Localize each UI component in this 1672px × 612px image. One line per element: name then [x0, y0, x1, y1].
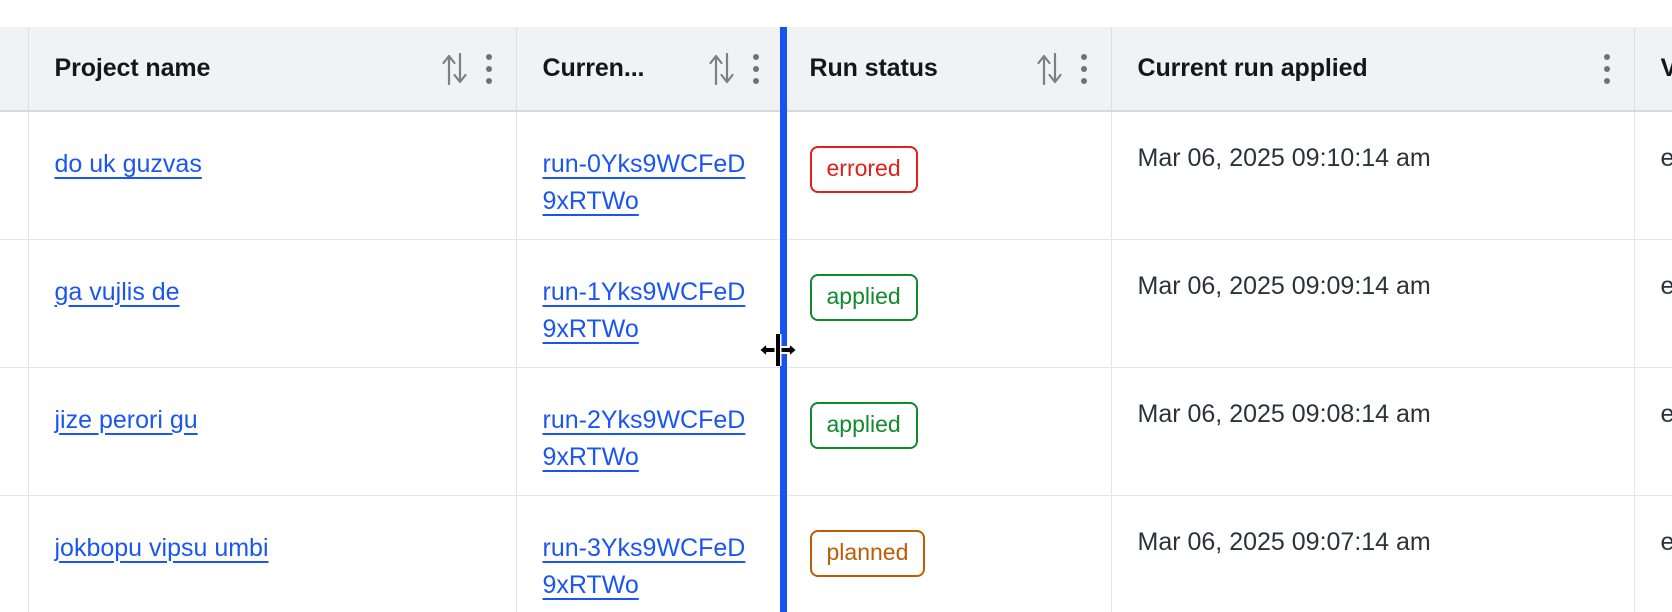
- vcs-value: e: [1660, 271, 1672, 300]
- header-project-name[interactable]: Project name: [28, 27, 517, 112]
- sort-arrows-icon[interactable]: [707, 51, 737, 87]
- sort-arrows-icon[interactable]: [440, 51, 470, 87]
- row-select-cell[interactable]: [0, 495, 29, 612]
- project-name-link[interactable]: jokbopu vipsu umbi: [54, 533, 269, 562]
- header-vcs-column[interactable]: V: [1634, 27, 1672, 112]
- header-label-run-status: Run status: [809, 56, 938, 81]
- header-label-vcs: V: [1660, 56, 1672, 81]
- cell-project-name: ga vujlis de: [28, 239, 517, 368]
- cell-project-name: do uk guzvas: [28, 111, 517, 240]
- vcs-value: e: [1660, 527, 1672, 556]
- run-id-link[interactable]: run-1Yks9WCFeD9xRTWo: [542, 277, 746, 343]
- header-label-project-name: Project name: [54, 56, 211, 81]
- status-badge: planned: [809, 529, 926, 577]
- kebab-menu-icon[interactable]: [1603, 53, 1610, 84]
- cell-vcs: e: [1634, 111, 1672, 240]
- status-badge: errored: [809, 146, 918, 193]
- applied-timestamp: Mar 06, 2025 09:08:14 am: [1137, 399, 1431, 428]
- sort-arrows-icon[interactable]: [1035, 51, 1065, 87]
- status-badge: applied: [809, 273, 918, 321]
- header-run-status[interactable]: Run status: [783, 27, 1112, 112]
- header-row: Project name Curren...: [0, 27, 1672, 112]
- run-id-link[interactable]: run-2Yks9WCFeD9xRTWo: [542, 405, 746, 471]
- table-row[interactable]: jokbopu vipsu umbi run-3Yks9WCFeD9xRTWo …: [0, 495, 1672, 612]
- kebab-menu-icon[interactable]: [752, 53, 759, 84]
- vcs-value: e: [1660, 144, 1672, 172]
- table-body: do uk guzvas run-0Yks9WCFeD9xRTWo errore…: [0, 111, 1672, 612]
- cell-current-run-applied: Mar 06, 2025 09:07:14 am: [1111, 495, 1635, 612]
- row-select-cell[interactable]: [0, 367, 29, 496]
- row-select-cell[interactable]: [0, 239, 29, 368]
- project-name-link[interactable]: do uk guzvas: [54, 150, 202, 178]
- cell-project-name: jize perori gu: [28, 367, 517, 496]
- header-select-column[interactable]: [0, 27, 29, 112]
- kebab-menu-icon[interactable]: [485, 53, 492, 84]
- cell-run-status: errored: [783, 111, 1112, 240]
- applied-timestamp: Mar 06, 2025 09:09:14 am: [1137, 271, 1431, 300]
- cell-run-status: applied: [783, 367, 1112, 496]
- header-label-current-run: Curren...: [542, 56, 645, 81]
- cell-vcs: e: [1634, 239, 1672, 368]
- row-select-cell[interactable]: [0, 111, 29, 240]
- cell-current-run: run-2Yks9WCFeD9xRTWo: [516, 367, 784, 496]
- cell-current-run: run-3Yks9WCFeD9xRTWo: [516, 495, 784, 612]
- project-name-link[interactable]: jize perori gu: [54, 405, 198, 434]
- applied-timestamp: Mar 06, 2025 09:10:14 am: [1137, 144, 1431, 172]
- applied-timestamp: Mar 06, 2025 09:07:14 am: [1137, 527, 1431, 556]
- cell-run-status: applied: [783, 239, 1112, 368]
- cell-current-run: run-1Yks9WCFeD9xRTWo: [516, 239, 784, 368]
- vcs-value: e: [1660, 399, 1672, 428]
- cell-vcs: e: [1634, 495, 1672, 612]
- table-row[interactable]: jize perori gu run-2Yks9WCFeD9xRTWo appl…: [0, 367, 1672, 496]
- header-current-run-applied[interactable]: Current run applied: [1111, 27, 1635, 112]
- status-badge: applied: [809, 401, 918, 449]
- cell-project-name: jokbopu vipsu umbi: [28, 495, 517, 612]
- table-row[interactable]: do uk guzvas run-0Yks9WCFeD9xRTWo errore…: [0, 111, 1672, 240]
- kebab-menu-icon[interactable]: [1080, 53, 1087, 84]
- run-id-link[interactable]: run-3Yks9WCFeD9xRTWo: [542, 533, 746, 599]
- table-header: Project name Curren...: [0, 0, 1672, 112]
- cell-current-run-applied: Mar 06, 2025 09:09:14 am: [1111, 239, 1635, 368]
- cell-current-run-applied: Mar 06, 2025 09:08:14 am: [1111, 367, 1635, 496]
- cell-current-run-applied: Mar 06, 2025 09:10:14 am: [1111, 111, 1635, 240]
- cell-vcs: e: [1634, 367, 1672, 496]
- project-name-link[interactable]: ga vujlis de: [54, 277, 180, 306]
- header-label-current-run-applied: Current run applied: [1137, 56, 1368, 81]
- cell-current-run: run-0Yks9WCFeD9xRTWo: [516, 111, 784, 240]
- cell-run-status: planned: [783, 495, 1112, 612]
- header-current-run[interactable]: Curren...: [516, 27, 784, 112]
- table-row[interactable]: ga vujlis de run-1Yks9WCFeD9xRTWo applie…: [0, 239, 1672, 368]
- run-id-link[interactable]: run-0Yks9WCFeD9xRTWo: [542, 150, 746, 215]
- table-top-gap: [0, 0, 1672, 27]
